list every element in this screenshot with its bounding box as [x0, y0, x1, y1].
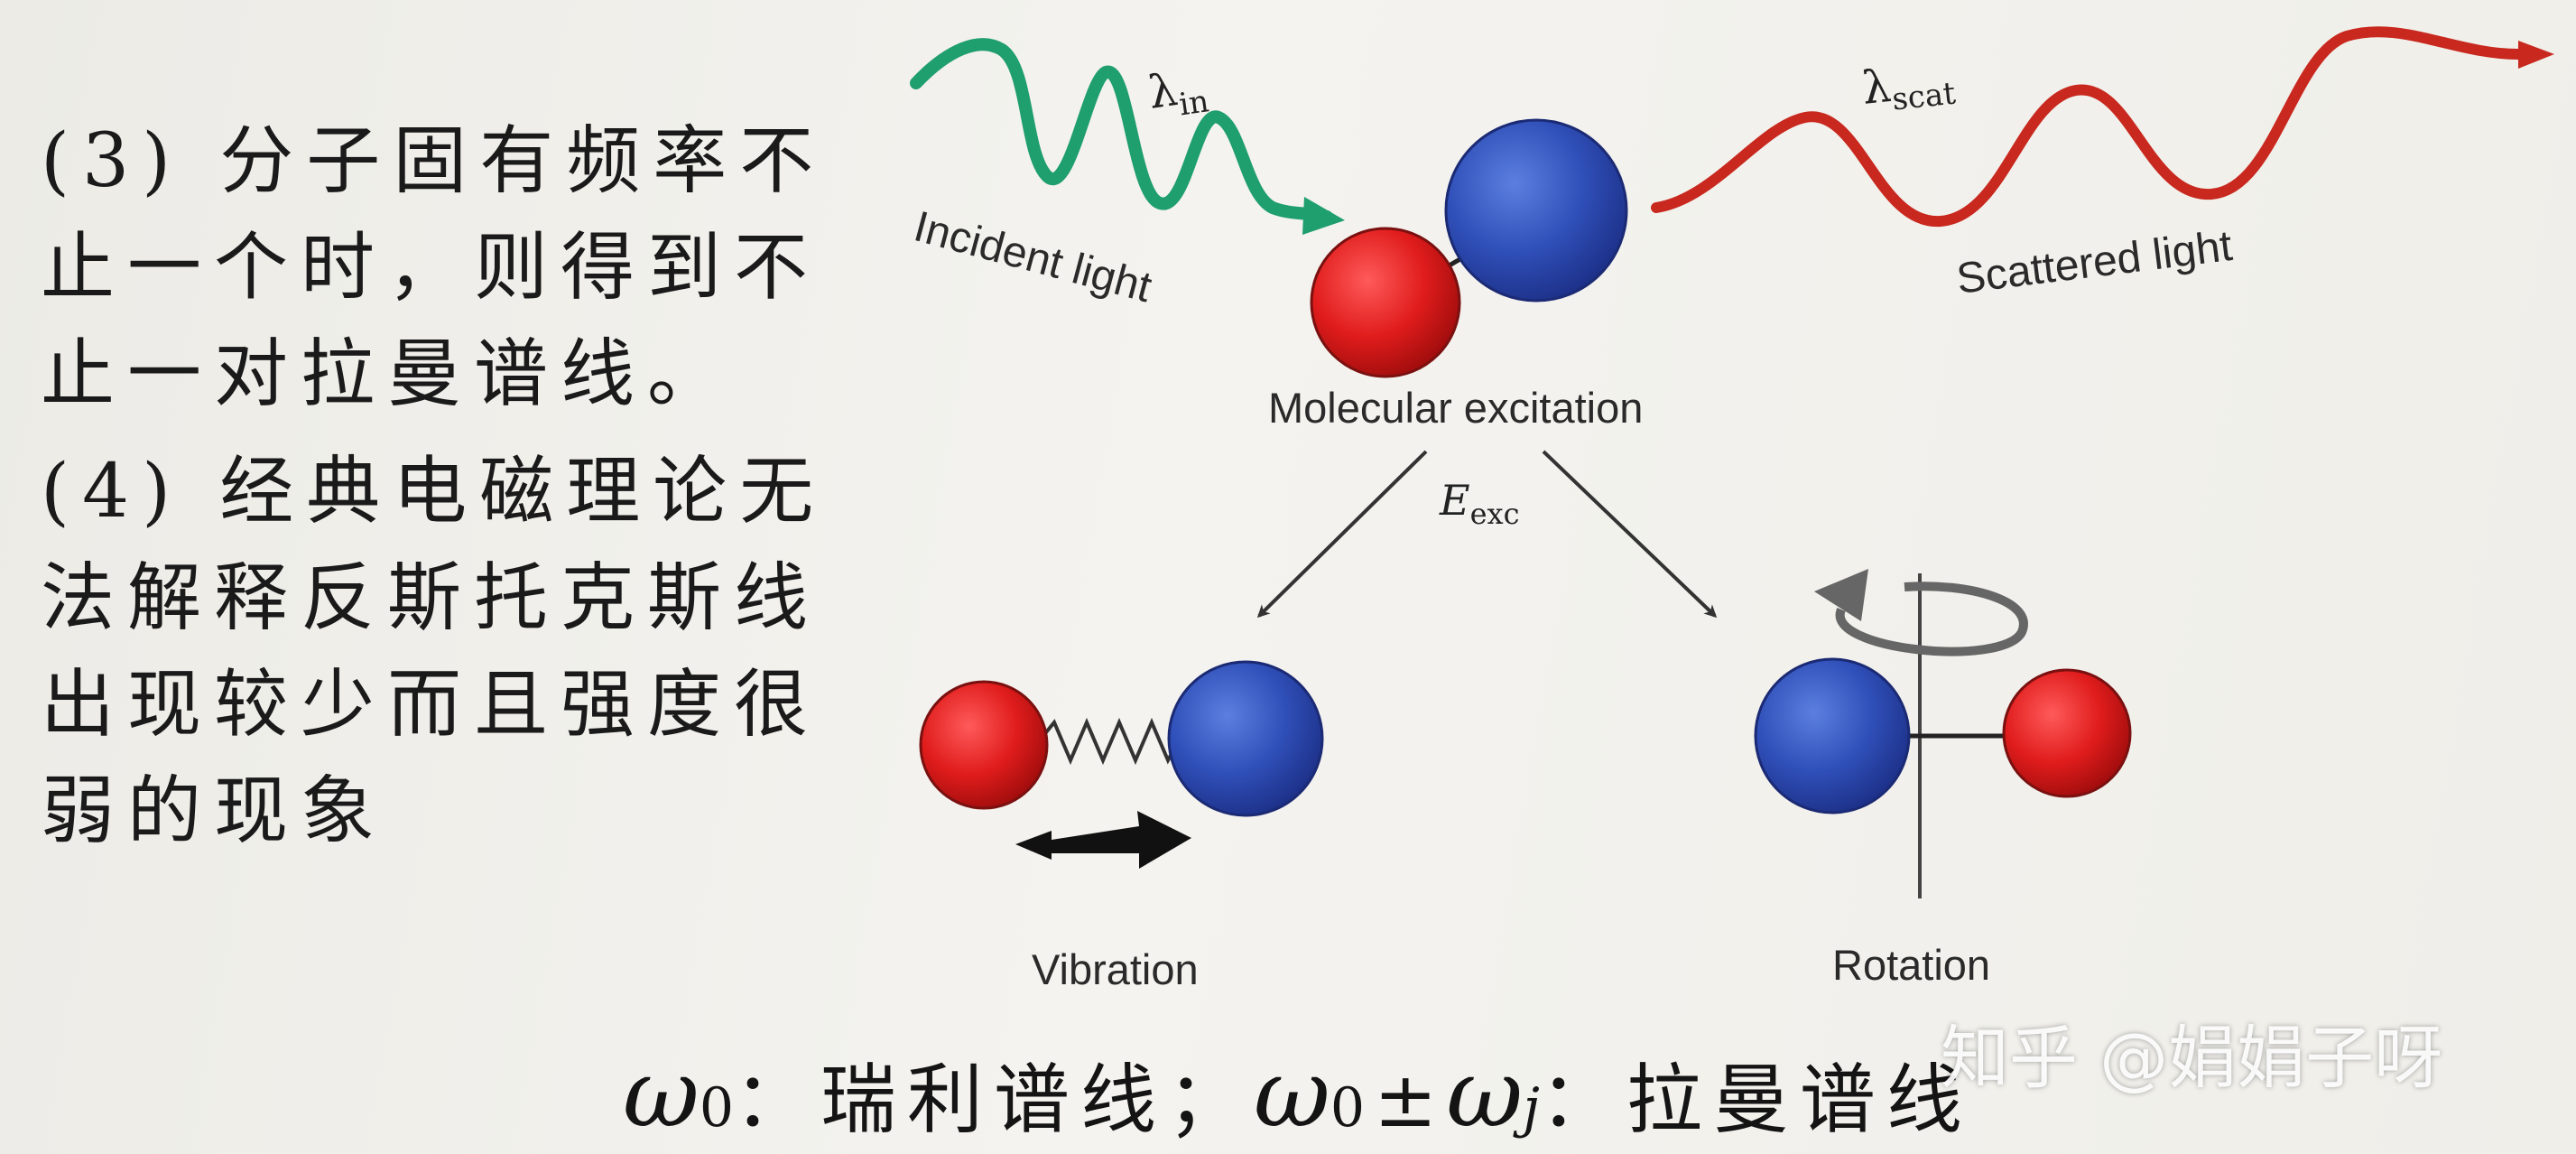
- scattered-light-label: Scattered light: [1954, 222, 2235, 303]
- incident-light-label: Incident light: [909, 202, 1156, 312]
- e-exc-label: Eexc: [1439, 476, 1520, 531]
- zhihu-watermark: 知乎 @娟娟子呀: [1941, 1018, 2443, 1098]
- molecular-excitation-label: Molecular excitation: [1268, 384, 1643, 432]
- vibration-double-arrow: [1015, 811, 1191, 869]
- arrow-to-vibration: [1256, 450, 1428, 619]
- omega-sub-0: 0: [699, 1076, 734, 1140]
- omega-sub-0-2: 0: [1330, 1076, 1366, 1140]
- omega-sub-j: j: [1523, 1076, 1540, 1140]
- molecule-red-atom: [1310, 227, 1461, 378]
- molecule-blue-atom: [1444, 118, 1628, 302]
- rotation-red-atom: [2002, 668, 2132, 798]
- omega-symbol-3: ω: [1446, 1038, 1524, 1149]
- incident-arrowhead: [1302, 197, 1345, 235]
- rotation-arrow: [1835, 582, 2028, 656]
- raman-text: ：拉曼谱线: [1539, 1056, 1973, 1144]
- scattered-wave: [1651, 26, 2524, 228]
- lambda-in-label: λin: [1145, 59, 1211, 126]
- lambda-scat-label: λscat: [1859, 53, 1958, 121]
- incident-wave: [910, 38, 1333, 223]
- omega-symbol: ω: [623, 1038, 700, 1149]
- arrow-to-rotation: [1542, 450, 1718, 619]
- left-text-block: (3) 分子固有频率不止一个时，则得到不止一对拉曼谱线。 (4) 经典电磁理论无…: [41, 108, 835, 876]
- omega-symbol-2: ω: [1254, 1038, 1330, 1149]
- rotation-label: Rotation: [1832, 941, 1990, 989]
- plus-minus: ±: [1374, 1056, 1438, 1144]
- item-4-text: (4) 经典电磁理论无法解释反斯托克斯线出现较少而且强度很弱的现象: [41, 449, 827, 854]
- vibration-label: Vibration: [1032, 945, 1199, 993]
- scattered-arrowhead: [2518, 41, 2554, 69]
- rotation-arrowhead: [1814, 569, 1868, 621]
- vibration-spring: [1036, 717, 1180, 766]
- rotation-blue-atom: [1754, 657, 1911, 814]
- item-3-text: (3) 分子固有频率不止一个时，则得到不止一对拉曼谱线。: [41, 118, 827, 417]
- vibration-blue-atom: [1167, 660, 1324, 817]
- rayleigh-text: ：瑞利谱线；: [734, 1056, 1255, 1144]
- vibration-red-atom: [919, 680, 1049, 810]
